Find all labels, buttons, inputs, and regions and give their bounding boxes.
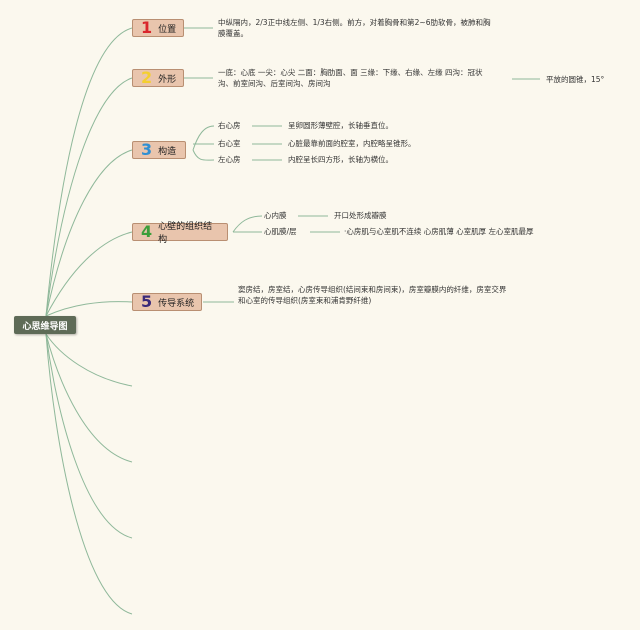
topic-2-number: 2 <box>141 68 153 87</box>
topic-4-row-1-desc: 开口处形成瓣膜 <box>334 211 387 220</box>
link-t4-row-1 <box>232 215 263 233</box>
topic-4-row-1-name: 心内膜 <box>264 211 287 220</box>
topic-4-number: 4 <box>141 222 153 241</box>
topic-3-row-1-name: 右心房 <box>218 121 241 130</box>
topic-1-node[interactable]: 1 位置 <box>132 19 184 37</box>
topic-3-row-2-desc: 心脏最靠前面的腔室，内腔略呈锥形。 <box>288 139 416 148</box>
topic-2-detail-line-1: 一底：心底 一尖：心尖 二面：胸肋面、面 三缘：下缘、右缘、左缘 四沟：冠状 <box>218 68 483 77</box>
link-root-empty-4 <box>45 333 133 615</box>
topic-3-row-2-name: 右心室 <box>218 139 241 148</box>
topic-2-extra: 平放的圆锥，15° <box>546 75 605 84</box>
topic-1-detail-line-1: 中纵隔内，2/3正中线左侧、1/3右侧。前方，对着胸骨和第2~6肋软骨，被肺和胸 <box>218 18 491 27</box>
topic-3-label: 构造 <box>158 146 177 157</box>
link-root-topic-2 <box>45 77 133 317</box>
link-root-empty-2 <box>45 333 133 463</box>
topic-1-label: 位置 <box>158 24 177 35</box>
topic-5-detail-line-1: 窦房结，房室结，心房传导组织(结间束和房间束)，房室瓣膜内的纤维，房室交界 <box>238 285 507 294</box>
root-label: 心思维导图 <box>22 321 68 332</box>
topic-4-row-2-desc: ·心房肌与心室肌不连续 心房肌薄 心室肌厚 左心室肌最厚 <box>344 227 534 236</box>
link-root-empty-3 <box>45 333 133 539</box>
link-t3-row-3 <box>192 149 215 161</box>
link-root-topic-5 <box>45 301 133 317</box>
link-t3-row-1 <box>192 125 215 151</box>
topic-4-label: 心壁的组织结构 <box>158 222 213 245</box>
topic-5-detail: 窦房结，房室结，心房传导组织(结间束和房间束)，房室瓣膜内的纤维，房室交界 和心… <box>238 284 538 306</box>
topic-2-detail: 一底：心底 一尖：心尖 二面：胸肋面、面 三缘：下缘、右缘、左缘 四沟：冠状 沟… <box>218 67 510 89</box>
topic-5-label: 传导系统 <box>158 298 195 309</box>
topic-4-row-2-name: 心肌膜/层 <box>264 227 297 236</box>
topic-5-node[interactable]: 5 传导系统 <box>132 293 202 311</box>
topic-3-number: 3 <box>141 140 153 159</box>
topic-5-number: 5 <box>141 292 153 311</box>
topic-2-node[interactable]: 2 外形 <box>132 69 184 87</box>
root-node[interactable]: 心思维导图 <box>14 316 76 334</box>
link-root-topic-3 <box>45 149 133 317</box>
topic-3-node[interactable]: 3 构造 <box>132 141 186 159</box>
topic-3-row-3-name: 左心房 <box>218 155 241 164</box>
topic-3-row-1-desc: 呈卵圆形薄壁腔，长轴垂直位。 <box>288 121 393 130</box>
topic-1-number: 1 <box>141 18 153 37</box>
topic-2-detail-line-2: 沟、前室间沟、后室间沟、房间沟 <box>218 79 331 88</box>
link-root-empty-1 <box>45 333 133 387</box>
topic-1-detail-line-2: 膜覆盖。 <box>218 29 248 38</box>
topic-4-node[interactable]: 4 心壁的组织结构 <box>132 222 228 245</box>
link-root-topic-4 <box>45 231 133 317</box>
topic-3-row-3-desc: 内腔呈长四方形，长轴为横位。 <box>288 155 393 164</box>
topic-1-detail: 中纵隔内，2/3正中线左侧、1/3右侧。前方，对着胸骨和第2~6肋软骨，被肺和胸… <box>218 17 518 39</box>
topic-2-label: 外形 <box>158 74 177 85</box>
link-root-topic-1 <box>45 27 133 317</box>
topic-5-detail-line-2: 和心室的传导组织(房室束和浦肯野纤维) <box>238 296 372 305</box>
